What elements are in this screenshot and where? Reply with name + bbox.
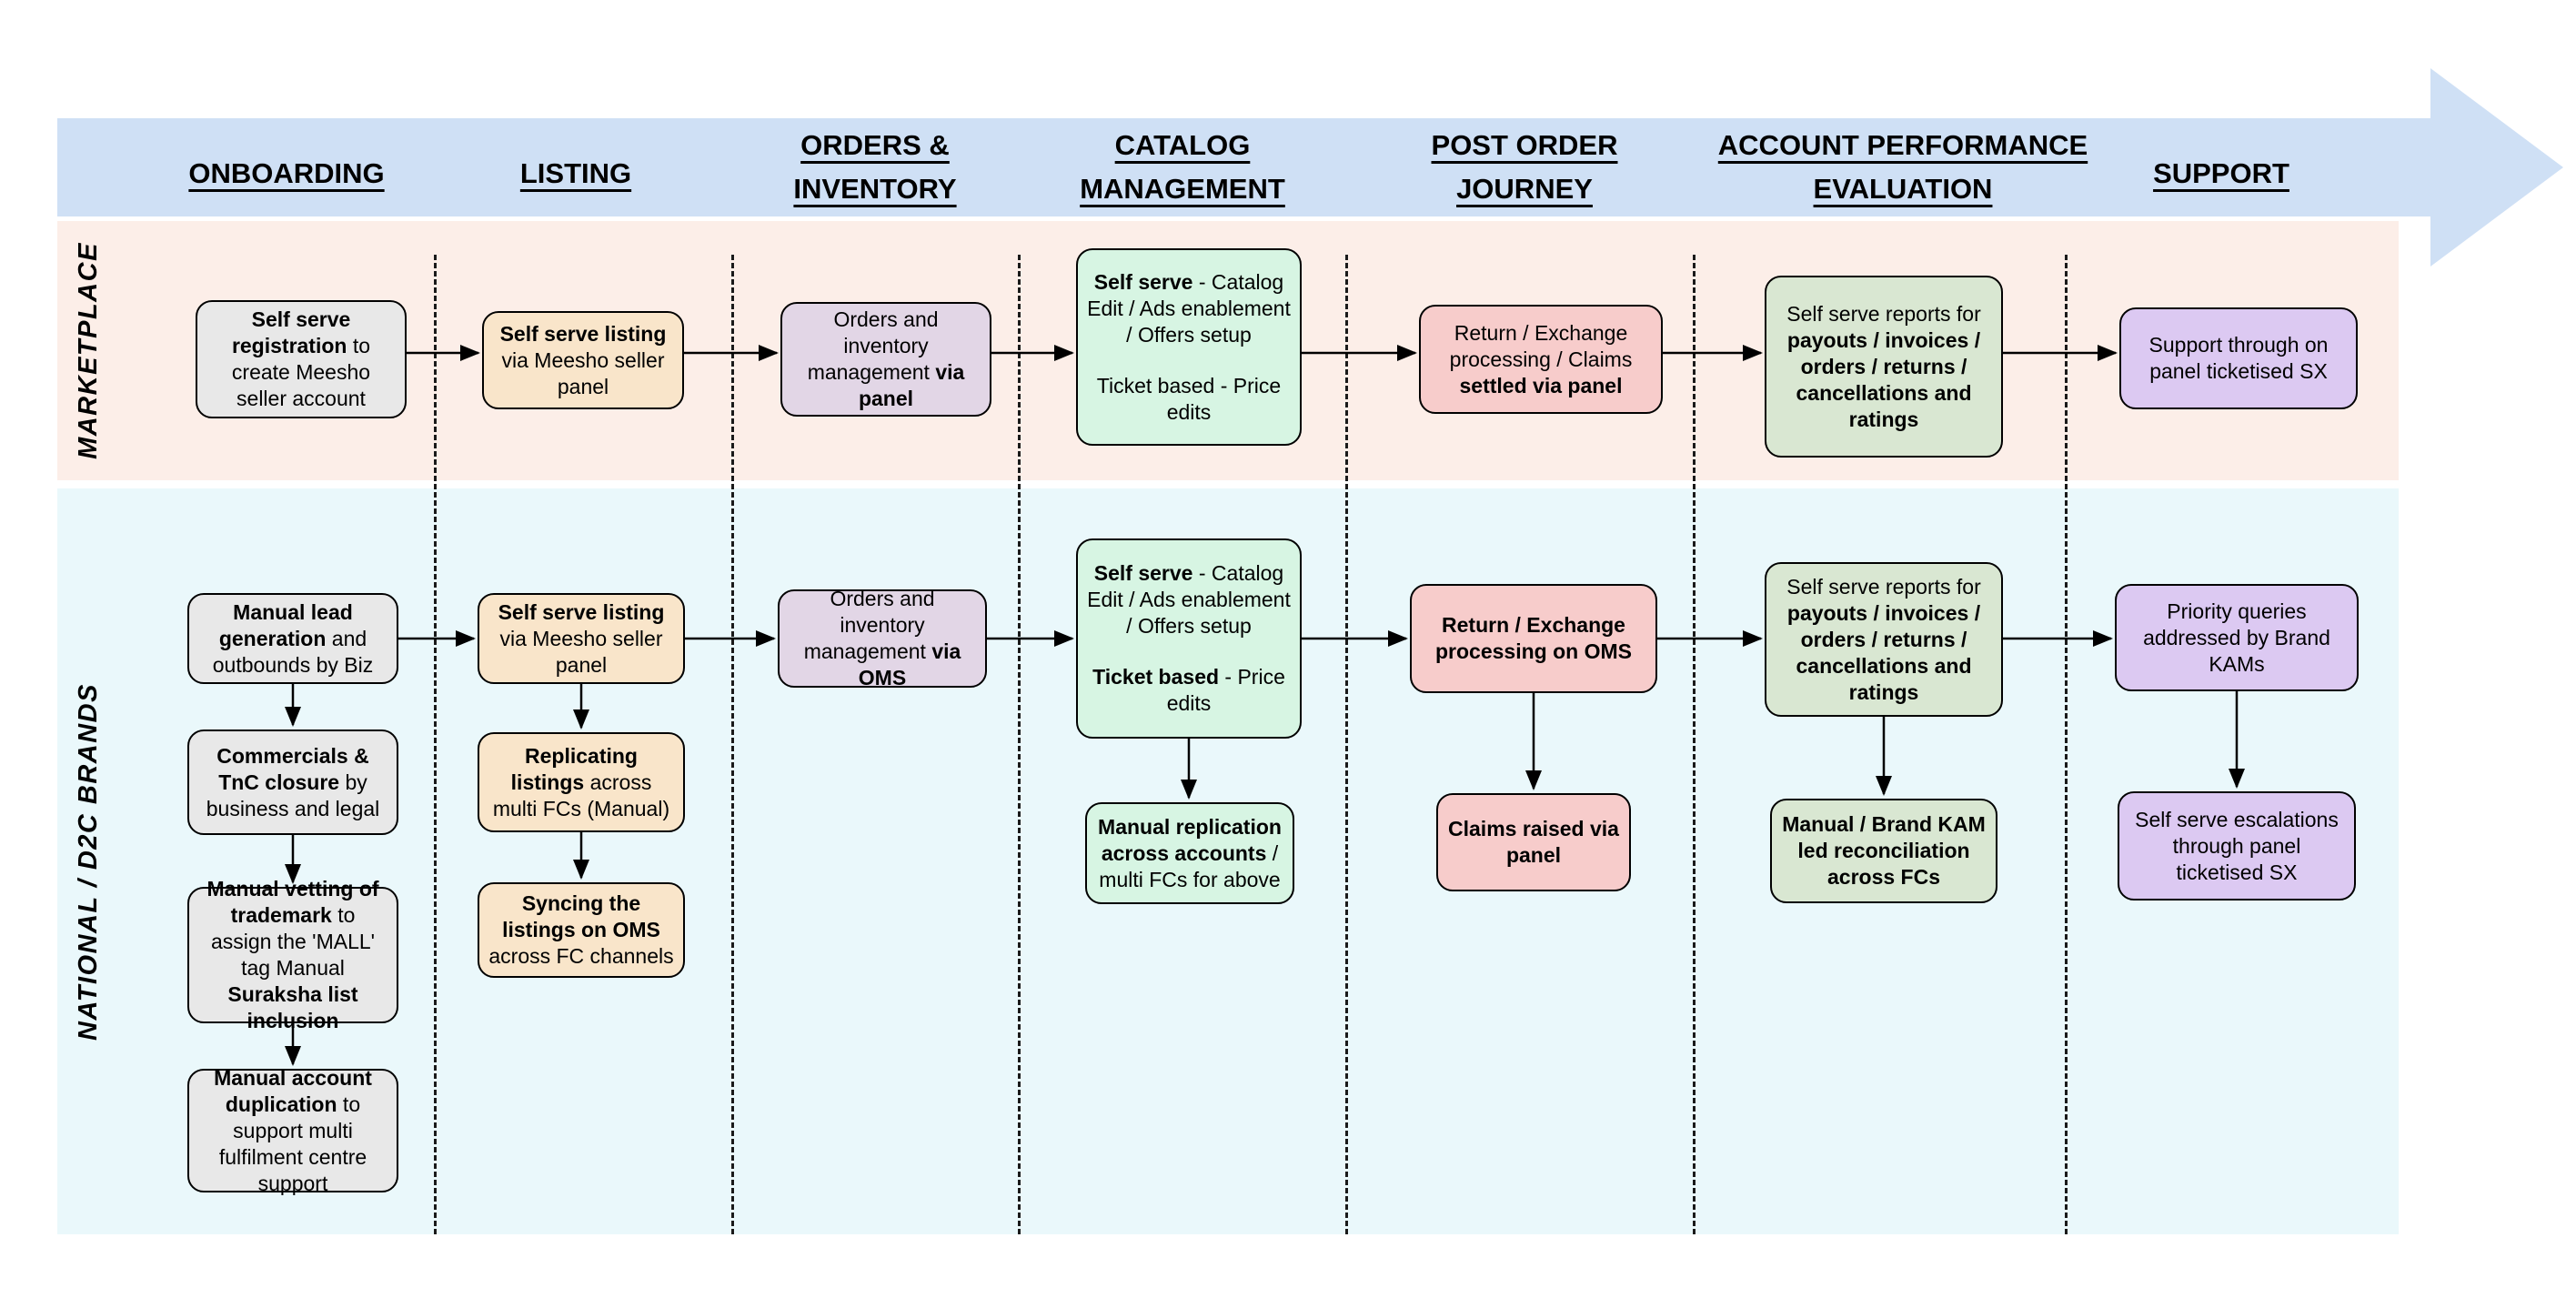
box-mp-orders-inventory: Orders and inventory management via pane…: [780, 302, 991, 417]
column-header-listing: LISTING: [519, 157, 632, 189]
box-d2c-syncing-listings-oms: Syncing the listings on OMS across FC ch…: [478, 882, 685, 978]
box-mp-listing: Self serve listing via Meesho seller pan…: [482, 311, 684, 409]
column-header-post-order-journey: POST ORDER JOURNEY: [1431, 129, 1618, 205]
box-d2c-orders-inventory-oms: Orders and inventory management via OMS: [778, 587, 987, 689]
column-divider-6: [2065, 255, 2068, 1234]
box-mp-support: Support through on panel ticketised SX: [2119, 307, 2358, 409]
lane-label-national-d2c-brands: NATIONAL / D2C BRANDS: [73, 682, 103, 1041]
header-band: [57, 118, 2430, 216]
box-d2c-priority-queries: Priority queries addressed by Brand KAMs: [2115, 584, 2359, 691]
box-d2c-account-duplication: Manual account duplication to support mu…: [187, 1066, 398, 1195]
box-d2c-return-exchange-oms: Return / Exchange processing on OMS: [1410, 584, 1657, 693]
column-header-support: SUPPORT: [2153, 157, 2289, 189]
box-d2c-replicating-listings: Replicating listings across multi FCs (M…: [478, 732, 685, 832]
box-d2c-commercials-tnc: Commercials & TnC closure by business an…: [187, 729, 398, 835]
box-d2c-self-serve-reports: Self serve reports for payouts / invoice…: [1765, 562, 2003, 717]
column-header-orders-inventory: ORDERS & INVENTORY: [793, 129, 957, 205]
column-divider-1: [434, 255, 437, 1234]
box-d2c-manual-replication: Manual replication across accounts / mul…: [1085, 802, 1294, 904]
column-divider-4: [1345, 255, 1348, 1234]
header-band-arrowhead-icon: [2430, 68, 2563, 267]
box-d2c-kam-reconciliation: Manual / Brand KAM led reconciliation ac…: [1770, 799, 1997, 903]
column-divider-3: [1018, 255, 1021, 1234]
box-mp-account-performance: Self serve reports for payouts / invoice…: [1765, 276, 2003, 458]
column-header-onboarding: ONBOARDING: [188, 157, 385, 189]
box-d2c-lead-generation: Manual lead generation and outbounds by …: [187, 593, 398, 684]
box-mp-post-order: Return / Exchange processing / Claims se…: [1419, 305, 1663, 414]
column-header-catalog-management: CATALOG MANAGEMENT: [1080, 129, 1285, 205]
column-header-account-performance-evaluation: ACCOUNT PERFORMANCE EVALUATION: [1717, 129, 2088, 205]
column-divider-2: [731, 255, 734, 1234]
box-d2c-claims-raised: Claims raised via panel: [1436, 793, 1631, 891]
box-d2c-self-serve-listing: Self serve listing via Meesho seller pan…: [478, 593, 685, 684]
lane-label-marketplace: MARKETPLACE: [73, 242, 103, 459]
box-d2c-self-serve-escalations: Self serve escalations through panel tic…: [2118, 791, 2356, 901]
box-d2c-trademark-vetting: Manual vetting of trademark to assign th…: [187, 877, 398, 1032]
column-divider-5: [1693, 255, 1696, 1234]
box-mp-onboarding: Self serve registration to create Meesho…: [196, 300, 407, 418]
box-d2c-catalog-management: Self serve - Catalog Edit / Ads enableme…: [1076, 538, 1302, 739]
box-mp-catalog-management: Self serve - Catalog Edit / Ads enableme…: [1076, 248, 1302, 446]
